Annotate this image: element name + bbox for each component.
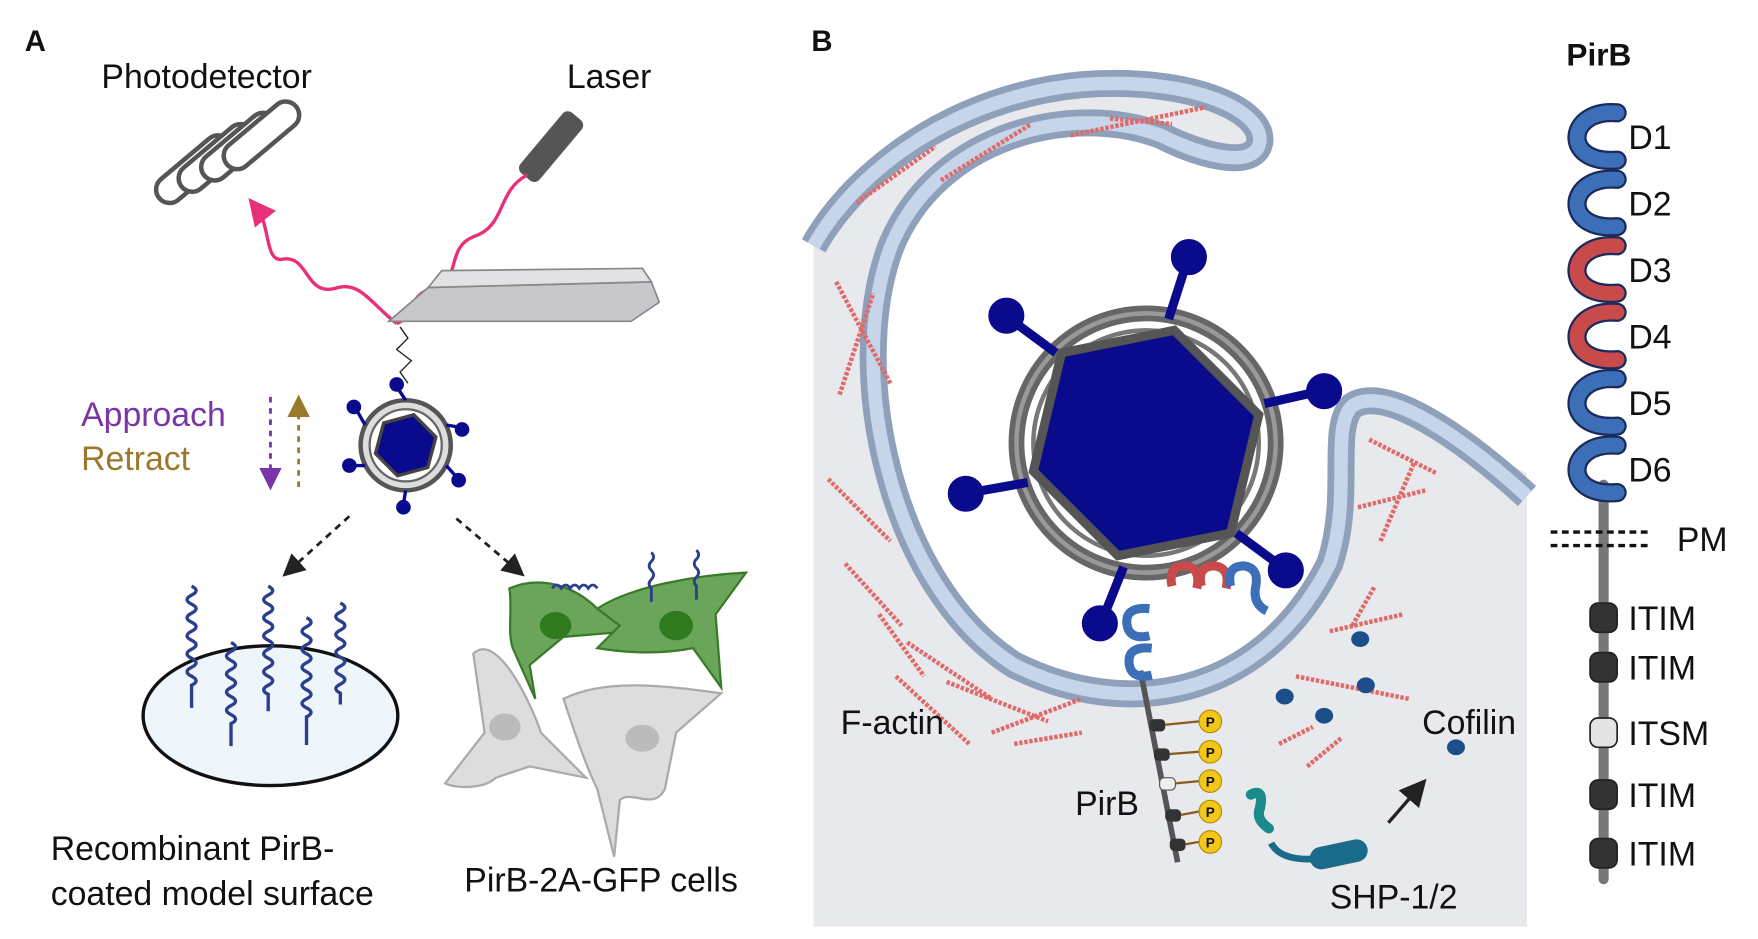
pirb-receptor [1122,561,1269,863]
cofilin-molecules [1275,631,1465,756]
photodetector-icon [153,99,302,206]
motif-itim: ITIM [1589,777,1696,815]
activation-arrow [1387,778,1427,824]
panel-b: B [801,25,1537,927]
laser-beam-reflected [248,198,398,325]
laser-icon [518,111,584,183]
cells-illustration [443,549,749,857]
membrane-inner [807,76,1532,701]
cofilin-label: Cofilin [1422,704,1516,742]
phospho-label: P [1206,775,1215,790]
domain-d5: D5 [1567,369,1672,436]
domain-shape [1569,437,1625,500]
laser-label: Laser [567,58,652,96]
pirb-coating [185,584,347,747]
domain-shape [1569,171,1625,234]
retract-label: Retract [81,440,191,478]
motif-itim: ITIM [1589,650,1696,688]
pirb-label: PirB [1075,785,1139,823]
shp-phosphatase [1245,787,1368,870]
motif-label: ITIM [1628,600,1696,638]
gray-cell [562,684,724,857]
arrow-to-cells [455,517,525,577]
pirb-schematic-title: PirB [1566,36,1631,72]
motif-itim: ITIM [1589,600,1696,638]
panel-a: A Photodetector Laser [25,25,749,913]
f-actin-filaments [826,104,1438,769]
domain-label: D2 [1628,185,1671,223]
domain-label: D6 [1628,451,1671,489]
shp-label: SHP-1/2 [1330,878,1458,916]
domain-label: D1 [1628,119,1671,157]
domain-label: D4 [1628,318,1671,356]
pm-label: PM [1677,521,1728,559]
domain-shape [1569,105,1625,168]
motif-label: ITIM [1628,650,1696,688]
domain-d3: D3 [1567,236,1672,303]
motif-label: ITSM [1628,715,1709,753]
motif-itim: ITIM [1589,836,1696,874]
domain-shape [1569,304,1625,367]
phospho-label: P [1206,715,1215,730]
motif-label: ITIM [1628,777,1696,815]
arrow-to-surface [282,515,351,577]
panel-b-letter: B [811,25,832,58]
f-actin-label: F-actin [841,704,944,742]
phospho-label: P [1206,745,1215,760]
motif-label: ITIM [1628,836,1696,874]
domain-label: D5 [1628,385,1671,423]
domain-shape [1569,371,1625,434]
surface-label-line2: coated model surface [51,875,374,913]
domain-shape [1569,238,1625,301]
plasma-membrane-marker [1550,530,1653,548]
photodetector-label: Photodetector [101,58,311,96]
domain-d4: D4 [1567,302,1672,370]
motif-itsm: ITSM [1589,715,1709,753]
cantilever-icon [386,267,661,384]
phospho-label: P [1206,836,1215,851]
domain-d2: D2 [1567,169,1672,237]
cells-label: PirB-2A-GFP cells [464,862,738,900]
phosphate-groups: P P P P P [1198,709,1223,854]
phospho-label: P [1206,805,1215,820]
surface-label-line1: Recombinant PirB- [51,830,335,868]
virus-probe-small [342,377,470,515]
domain-label: D3 [1628,252,1671,290]
approach-label: Approach [81,396,226,434]
domain-d1: D1 [1567,103,1672,170]
panel-a-letter: A [25,25,46,58]
domain-d6: D6 [1567,435,1672,503]
virus-particle [947,239,1343,642]
